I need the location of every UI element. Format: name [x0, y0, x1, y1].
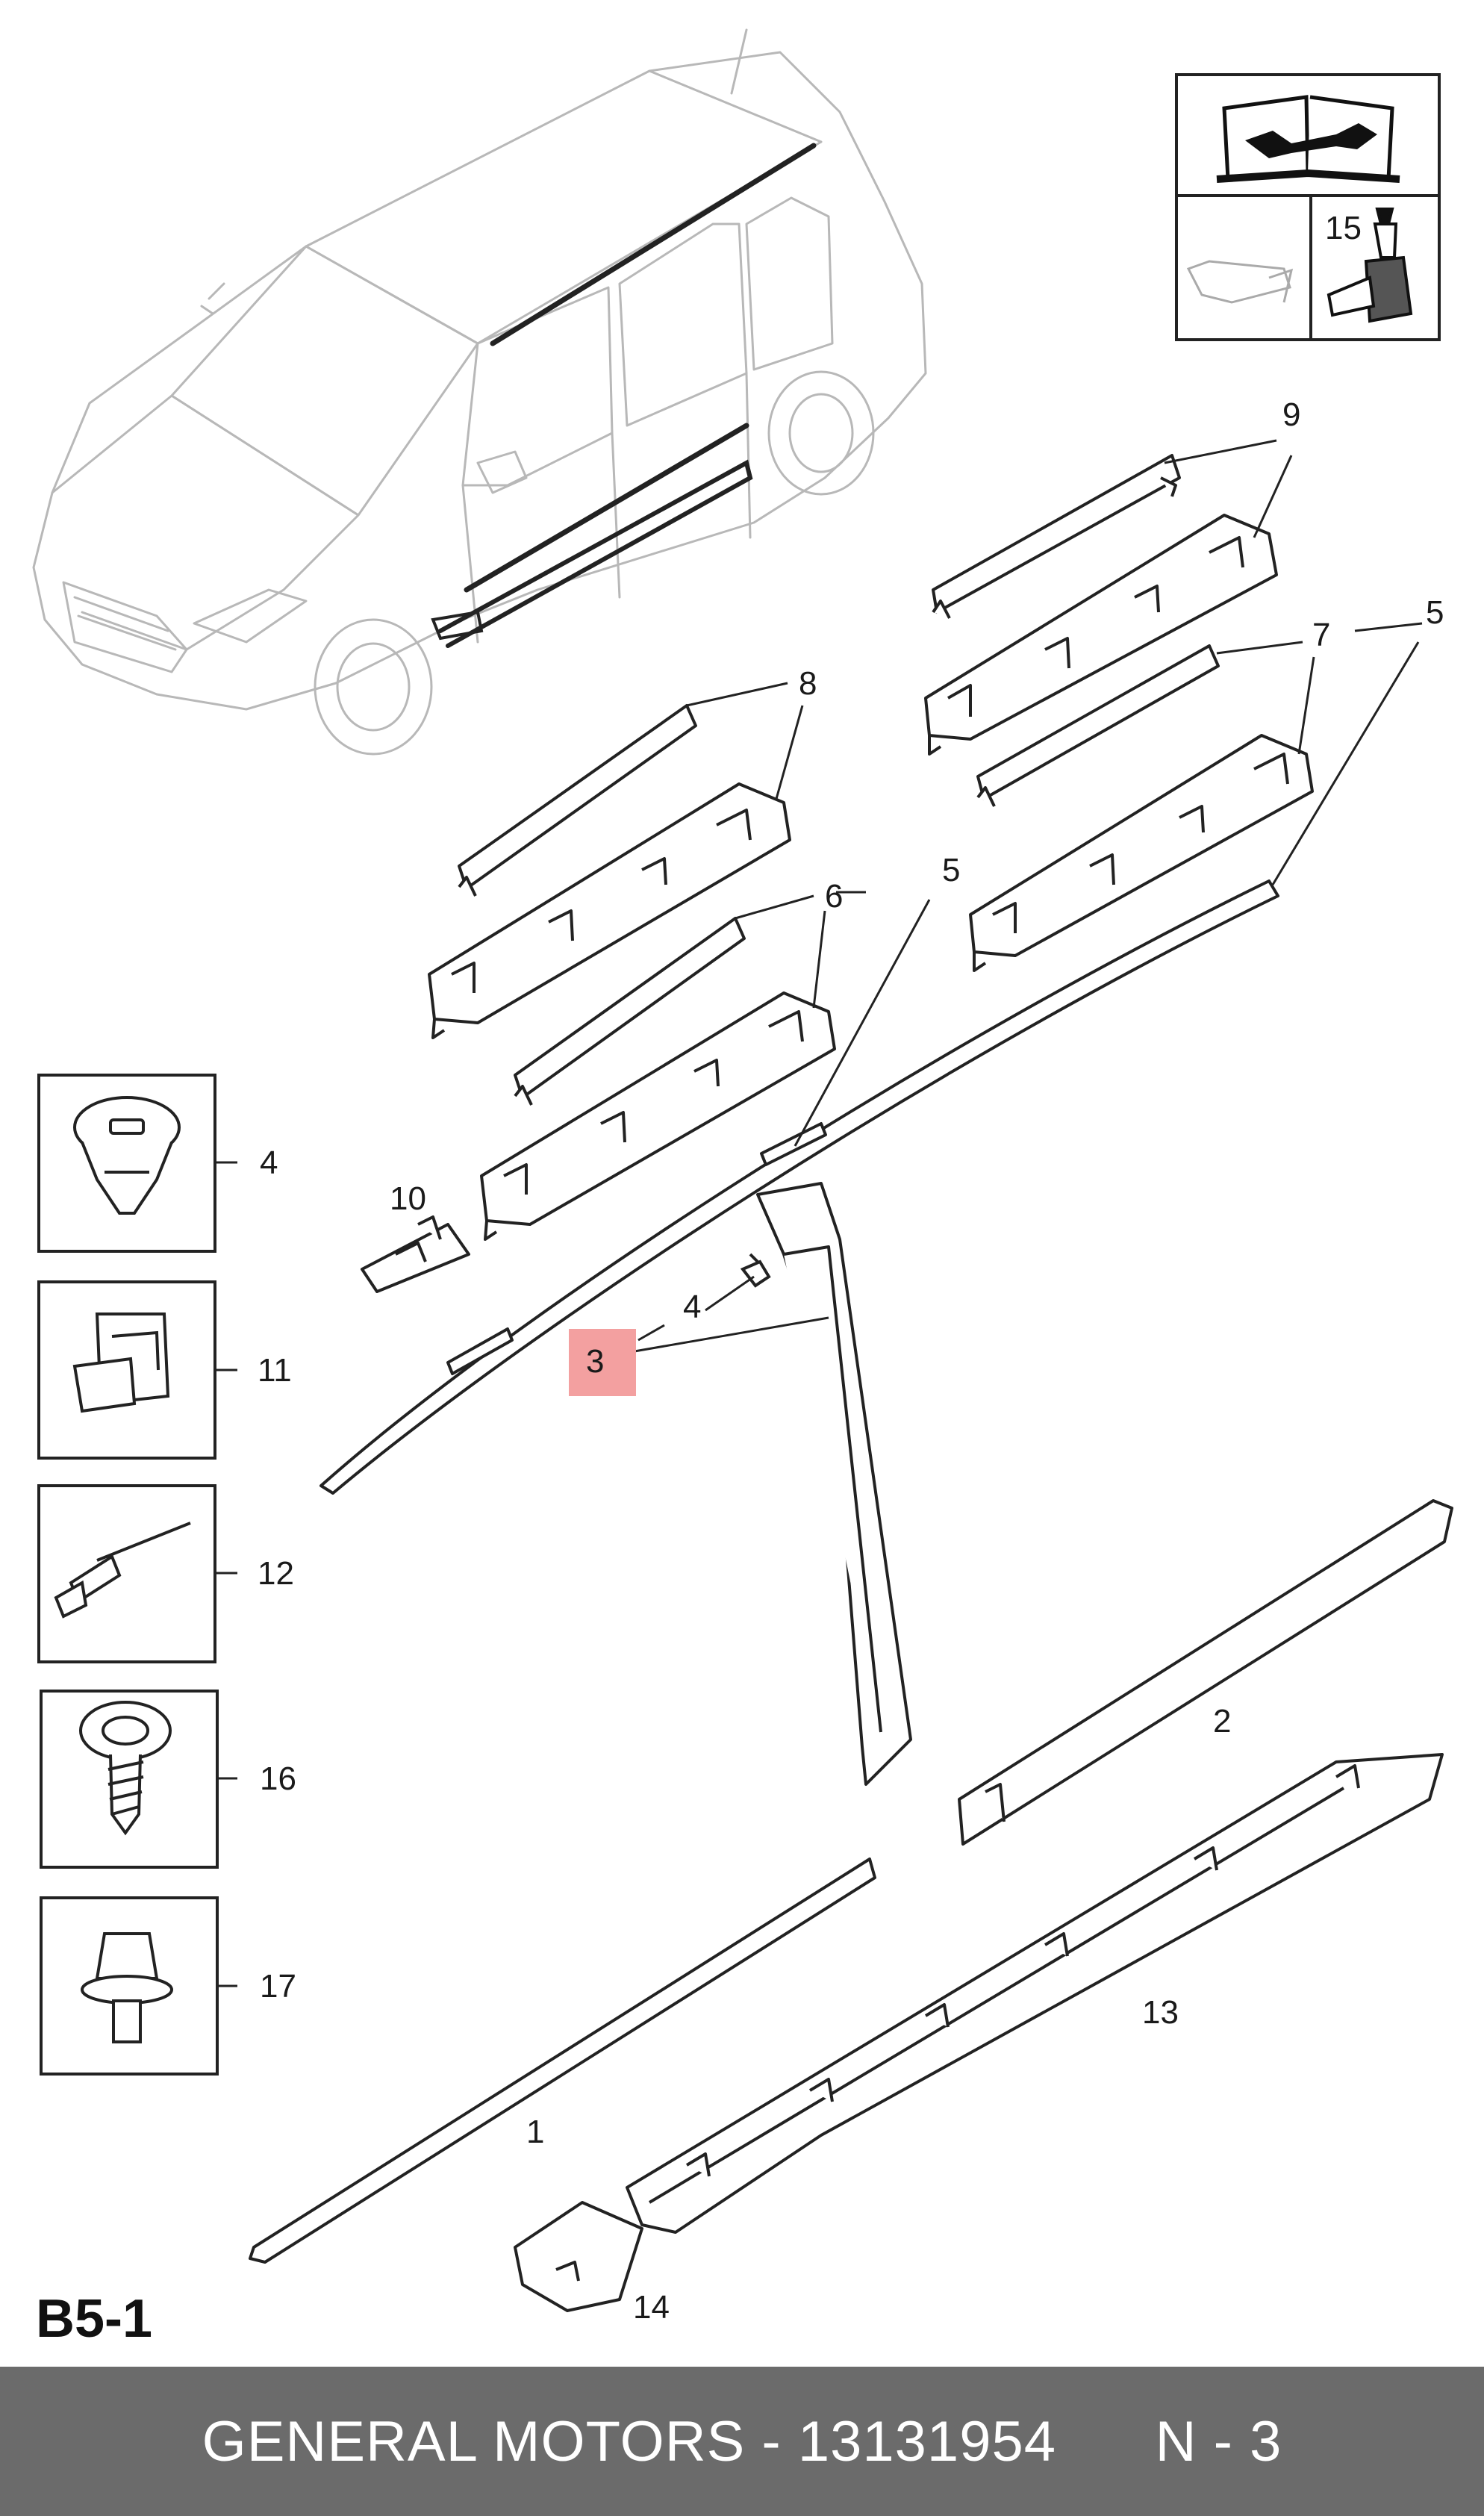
clip-11-icon — [72, 1313, 170, 1413]
vehicle-highlighted-parts — [431, 143, 817, 648]
callout-13: 13 — [1142, 1994, 1179, 2031]
clip-4-small — [740, 1253, 771, 1288]
door-moulding-2 — [958, 1499, 1453, 1846]
door-moulding-1 — [249, 1858, 876, 2264]
roof-rail — [319, 879, 1279, 1495]
roof-clip-assembly-9 — [924, 454, 1278, 756]
callout-4a: 4 — [260, 1145, 278, 1181]
callout-10: 10 — [390, 1180, 426, 1217]
callout-1: 1 — [526, 2114, 544, 2150]
footer-part-number: GENERAL MOTORS - 13131954 N - 3 — [202, 2409, 1282, 2473]
clip-17-icon — [81, 1932, 173, 2043]
manual-book-icon — [1216, 95, 1400, 183]
callout-12: 12 — [258, 1555, 294, 1592]
callout-14: 14 — [633, 2289, 670, 2326]
callout-16: 16 — [260, 1760, 296, 1797]
adhesive-bottle-icon — [1326, 208, 1413, 323]
roof-clip-assembly-7 — [969, 644, 1314, 972]
sealant-outline-icon — [1186, 260, 1294, 304]
service-info-box — [1175, 73, 1441, 341]
callout-4b: 4 — [683, 1289, 701, 1325]
callout-2: 2 — [1213, 1703, 1231, 1740]
sheet-id: B5-1 — [36, 2289, 152, 2349]
roof-clip-assembly-8 — [428, 704, 791, 1039]
rivet-12-icon — [54, 1522, 191, 1619]
vehicle-overview — [32, 28, 927, 756]
screw-16-icon — [79, 1701, 172, 1836]
leader-lines — [216, 439, 1423, 1987]
callout-3: 3 — [586, 1343, 604, 1380]
callout-15: 15 — [1325, 210, 1362, 246]
footer-bar: GENERAL MOTORS - 13131954 N - 3 — [0, 2367, 1484, 2516]
callout-9: 9 — [1282, 396, 1300, 433]
callout-6: 6 — [825, 878, 843, 915]
callout-8: 8 — [799, 665, 817, 702]
callout-11: 11 — [258, 1352, 292, 1389]
callout-5a: 5 — [1426, 594, 1444, 631]
clip-4-icon — [73, 1096, 181, 1215]
sill-panel-13 — [626, 1753, 1444, 2234]
small-parts-boxes — [37, 1074, 219, 2076]
parts-diagram: 15 — [32, 28, 1453, 2349]
callout-17: 17 — [260, 1968, 296, 2005]
callout-7: 7 — [1312, 617, 1330, 653]
b-pillar-trim — [756, 1182, 912, 1786]
callout-5b: 5 — [942, 852, 960, 888]
end-cap-14 — [514, 2201, 643, 2312]
roof-clip-assembly-6 — [480, 917, 836, 1241]
callout-3-highlight — [569, 1329, 636, 1396]
clip-10 — [361, 1215, 470, 1293]
